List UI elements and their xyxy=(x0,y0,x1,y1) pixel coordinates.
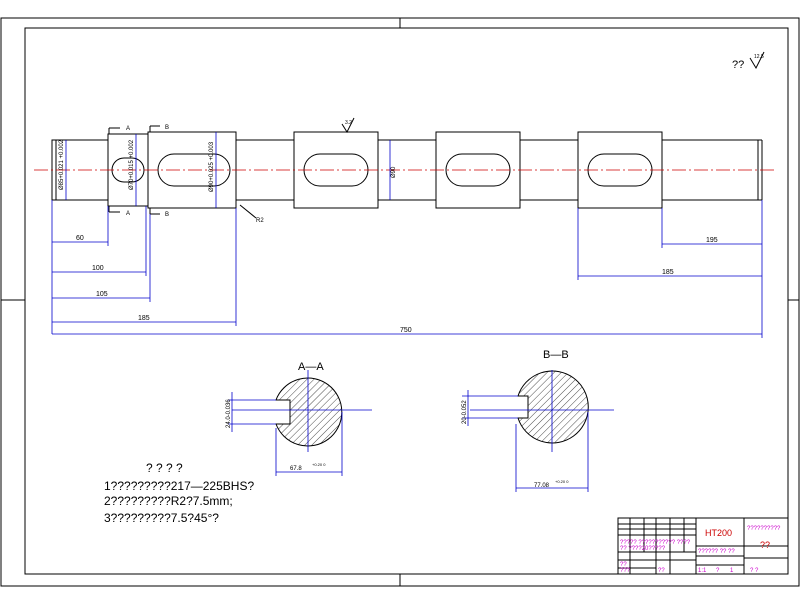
section-b-title: B—B xyxy=(543,349,569,361)
svg-text:B: B xyxy=(165,212,169,218)
company-label: ?????????? xyxy=(747,526,781,532)
svg-text:A: A xyxy=(126,211,130,217)
svg-text:+0.20 0: +0.20 0 xyxy=(312,462,326,467)
notes-heading: ? ? ? ? xyxy=(146,461,183,475)
svg-text:195: 195 xyxy=(706,237,718,244)
material-label: HT200 xyxy=(705,528,732,538)
svg-text:185: 185 xyxy=(138,315,150,322)
svg-text:???: ??? xyxy=(620,568,631,574)
roughness-value: 12.5 xyxy=(754,54,764,60)
svg-text:A: A xyxy=(126,126,130,132)
title-block: HT200 ?????????? ?? ????? ??????????? ??… xyxy=(617,517,789,575)
svg-text:24.0-0.036: 24.0-0.036 xyxy=(226,399,232,428)
svg-text:?? ????20?????: ?? ????20????? xyxy=(620,546,666,552)
surface-finish-icon xyxy=(341,117,355,134)
svg-text:105: 105 xyxy=(96,291,108,298)
svg-text:185: 185 xyxy=(662,269,674,276)
dimension-lines: 60 100 105 185 750 195 185 xyxy=(51,200,763,338)
note-line-2: 2?????????R2?7.5mm; xyxy=(104,494,233,508)
part-name-label: ?? xyxy=(760,540,770,550)
svg-text:100: 100 xyxy=(92,265,104,272)
note-line-1: 1?????????217—225BHS? xyxy=(104,479,254,493)
svg-text:B: B xyxy=(165,125,169,131)
svg-text:67.8: 67.8 xyxy=(290,466,302,472)
svg-text:3.2: 3.2 xyxy=(345,120,352,126)
svg-text:????? ??????????? ????: ????? ??????????? ???? xyxy=(620,540,691,546)
svg-text:1: 1 xyxy=(730,568,734,574)
dia-label-4: Ø90 xyxy=(391,166,397,178)
section-b-view: B—B 20-0.052 77.08 +0.20 0 xyxy=(462,349,614,492)
roughness-note: ?? xyxy=(732,59,744,71)
svg-text:??: ?? xyxy=(620,562,627,568)
svg-text:??: ?? xyxy=(658,568,665,574)
svg-text:? ?: ? ? xyxy=(750,568,759,574)
technical-notes: ? ? ? ? 1?????????217—225BHS? 2?????????… xyxy=(104,461,254,525)
dia-label-1: Ø85+0.021 +0.002 xyxy=(59,139,65,190)
svg-text:+0.20 0: +0.20 0 xyxy=(555,479,569,484)
svg-text:?????? ?? ??: ?????? ?? ?? xyxy=(698,549,735,555)
dia-label-2: Ø70+0.015 +0.002 xyxy=(129,139,135,190)
svg-text:77.08: 77.08 xyxy=(534,483,550,489)
svg-text:1:1: 1:1 xyxy=(698,568,707,574)
note-line-3: 3?????????7.5?45°? xyxy=(104,511,219,525)
section-a-view: A—A 24.0-0.036 67.8 +0.20 0 xyxy=(226,361,372,476)
dia-label-3: Ø90+0.025 +0.003 xyxy=(209,141,215,192)
svg-text:?: ? xyxy=(716,568,720,574)
fillet-label: R2 xyxy=(256,218,264,224)
svg-text:60: 60 xyxy=(76,235,84,242)
svg-text:20-0.052: 20-0.052 xyxy=(462,400,468,424)
section-markers: A A B B xyxy=(108,125,169,218)
roughness-icon xyxy=(749,51,765,70)
inner-border xyxy=(24,27,789,575)
svg-text:750: 750 xyxy=(400,327,412,334)
section-a-title: A—A xyxy=(298,361,324,373)
